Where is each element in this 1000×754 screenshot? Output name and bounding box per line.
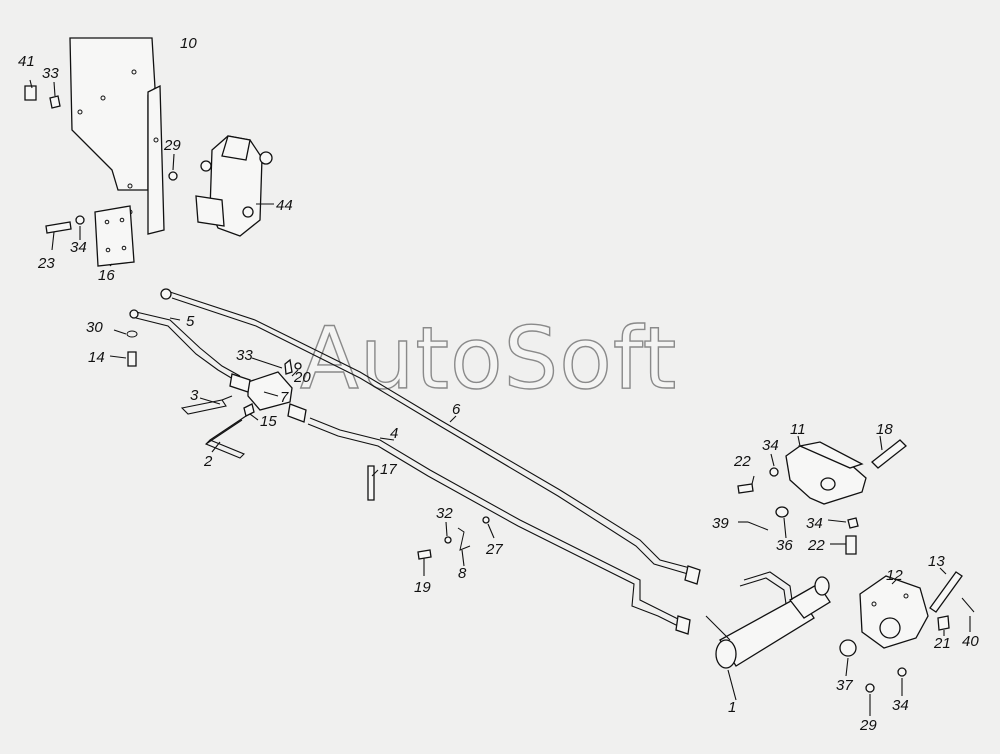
tee-fitting-7 [229,371,307,423]
callout-21: 21 [933,635,951,652]
callout-15: 15 [260,413,277,430]
callout-39: 39 [712,515,729,532]
callout-17: 17 [380,461,397,478]
callout-22-upper: 22 [733,453,751,470]
cylinder-1 [705,571,831,669]
pipe-5 [129,309,241,383]
callout-37: 37 [836,677,853,694]
callout-3: 3 [190,387,199,404]
callout-11: 11 [790,421,806,438]
clip-8 [457,527,471,551]
callout-6: 6 [452,401,461,418]
callout-22-lower: 22 [807,537,825,554]
washer-30 [126,330,138,338]
washer-20 [294,362,302,370]
nut-32 [444,536,452,544]
callout-29-top: 29 [163,137,181,154]
callout-12: 12 [886,567,903,584]
callout-8: 8 [458,565,467,582]
callout-23: 23 [37,255,55,272]
bolt-23 [45,215,85,234]
callout-2: 2 [203,453,213,470]
callout-29-bottom: 29 [859,717,877,734]
callout-33-top: 33 [42,65,59,82]
watermark: AutoSoft [300,309,677,409]
pin-17 [367,465,375,501]
callout-10: 10 [180,35,197,52]
bolt-22-upper [737,483,754,494]
callout-16: 16 [98,267,115,284]
pipe-6 [160,288,701,585]
cotter-pin-40 [961,597,975,613]
bolt-19 [417,549,432,560]
washer-36 [775,506,789,518]
nut-34-right [847,517,859,529]
pin-18 [871,439,907,469]
bolt-41 [24,85,61,109]
callout-30: 30 [86,319,103,336]
callout-32: 32 [436,505,453,522]
pin-13 [929,571,963,613]
callout-40: 40 [962,633,979,650]
callout-34-upper: 34 [762,437,779,454]
rod-2 [205,415,247,459]
fitting-15 [243,403,255,417]
bolt-14 [127,351,137,367]
callout-5: 5 [186,313,195,330]
callout-36: 36 [776,537,793,554]
rod-3 [180,395,233,415]
pipe-4 [307,417,691,635]
callout-33-mid: 33 [236,347,253,364]
washer-34-bottom [897,667,907,677]
callout-1: 1 [728,699,736,716]
callout-4: 4 [390,425,398,442]
callout-19: 19 [414,579,431,596]
nut-29-bottom [865,683,875,693]
washer-34-upper [769,467,779,477]
nut-27 [482,516,490,524]
callout-7: 7 [280,389,289,406]
leader-lines [29,79,971,716]
cotter-pin-39 [747,521,769,531]
washer-37 [839,639,857,657]
callout-34-right: 34 [806,515,823,532]
callout-27: 27 [485,541,503,558]
callout-14: 14 [88,349,105,366]
callout-41: 41 [18,53,35,70]
bracket-12 [859,575,929,649]
callout-34-left: 34 [70,239,87,256]
callout-34-bottom: 34 [892,697,909,714]
bolt-22-lower [845,535,857,555]
bracket-11 [785,441,867,505]
callout-20: 20 [293,369,311,386]
callout-labels: 1 2 3 4 5 6 7 8 10 11 12 13 14 15 16 17 … [18,35,979,734]
bolt-21 [937,615,950,631]
valve-44 [195,135,273,237]
nut-33-mid [284,358,293,375]
callout-13: 13 [928,553,945,570]
callout-44: 44 [276,197,293,214]
nut-29-top [168,171,178,181]
bracket-plate [69,37,165,235]
callout-18: 18 [876,421,893,438]
mounting-plate [94,205,135,267]
